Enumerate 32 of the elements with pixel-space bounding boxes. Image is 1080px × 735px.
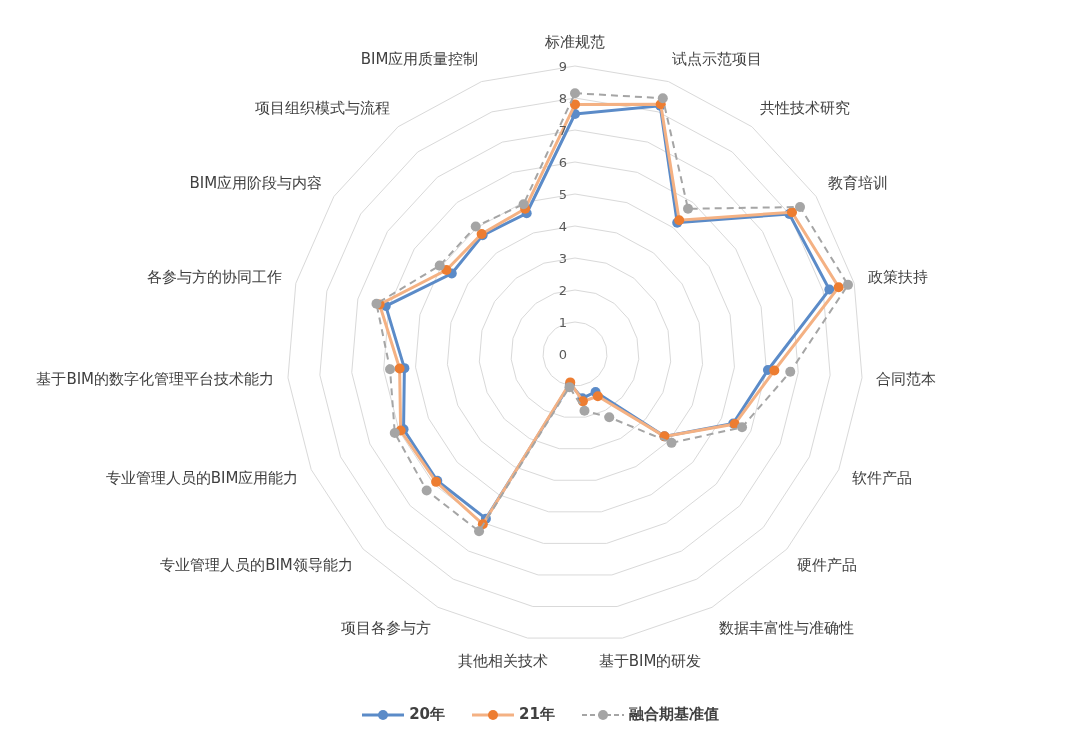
axis-category-label: 教育培训	[827, 174, 888, 194]
axis-tick-label: 0	[558, 346, 567, 362]
axis-category-label: BIM应用质量控制	[360, 49, 479, 69]
legend-label: 20年	[409, 705, 445, 724]
axis-category-label: 数据丰富性与准确性	[718, 618, 854, 638]
axis-category-label: 政策扶持	[867, 268, 928, 288]
axis-category-label: 专业管理人员的BIM领导能力	[160, 555, 353, 575]
axis-category-label: 试点示范项目	[671, 49, 762, 69]
axis-category-label: 基于BIM的数字化管理平台技术能力	[36, 370, 275, 390]
axis-category-label: 各参与方的协同工作	[147, 268, 283, 288]
axis-category-label: 标准规范	[545, 33, 605, 52]
axis-tick-label: 9	[558, 58, 567, 74]
axis-category-label: 合同范本	[875, 370, 936, 390]
axis-category-label: 基于BIM的研发	[598, 651, 702, 671]
legend-label: 融合期基准值	[628, 705, 719, 724]
axis-tick-label: 3	[558, 250, 567, 266]
axis-tick-label: 7	[558, 122, 567, 138]
axis-category-label: 专业管理人员的BIM应用能力	[105, 469, 299, 489]
axis-category-label: 共性技术研究	[760, 98, 851, 118]
axis-tick-label: 1	[558, 314, 567, 330]
axis-tick-label: 4	[558, 218, 567, 234]
axis-tick-label: 5	[558, 186, 567, 202]
axis-category-label: 项目组织模式与流程	[254, 98, 390, 118]
axis-category-label: 硬件产品	[797, 555, 858, 575]
axis-category-label: 其他相关技术	[458, 651, 549, 671]
axis-category-label: 项目各参与方	[341, 618, 432, 638]
legend-label: 21年	[519, 705, 555, 724]
axis-tick-label: 6	[558, 154, 567, 170]
axis-category-label: 软件产品	[851, 469, 912, 489]
axis-tick-label: 2	[558, 282, 567, 298]
axis-tick-label: 8	[558, 90, 567, 106]
axis-category-label: BIM应用阶段与内容	[189, 174, 323, 194]
